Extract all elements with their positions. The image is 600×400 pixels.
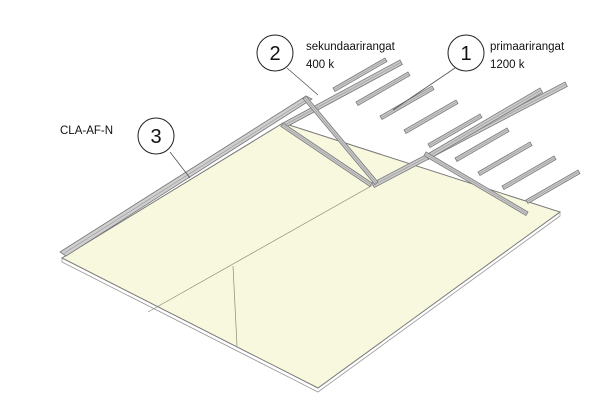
- callout-3: 3: [137, 117, 175, 155]
- secondary-channel: [477, 141, 533, 177]
- leader-line-2: [286, 67, 319, 96]
- callout-2-title: sekundaarirangat: [306, 41, 395, 53]
- leader-line-3: [169, 151, 191, 179]
- callout-2-number: 2: [269, 43, 280, 65]
- callout-3-title: CLA-AF-N: [60, 125, 114, 137]
- secondary-channel: [403, 99, 459, 135]
- secondary-channel: [454, 127, 510, 163]
- leader-line-1: [392, 67, 456, 111]
- secondary-channel: [302, 95, 379, 186]
- secondary-channel: [355, 71, 411, 107]
- edge-profile-cla-af-n: [59, 95, 313, 257]
- secondary-channel: [332, 57, 388, 93]
- callout-2: 2: [256, 34, 294, 72]
- gypsum-board-panel: [60, 122, 562, 389]
- callout-1-number: 1: [460, 43, 471, 65]
- secondary-channel: [423, 151, 529, 216]
- board-edge: [61, 212, 561, 393]
- callout-3-number: 3: [150, 126, 161, 148]
- callout-1-spacing: 1200 k: [490, 59, 525, 71]
- secondary-channel: [501, 155, 557, 191]
- board-seam: [232, 265, 238, 347]
- secondary-channel: [280, 122, 373, 187]
- secondary-channels: [280, 57, 581, 216]
- secondary-channel: [427, 113, 483, 149]
- secondary-channel: [525, 169, 581, 205]
- callout-1: 1: [447, 34, 485, 72]
- callout-2-spacing: 400 k: [306, 59, 335, 71]
- secondary-channel: [379, 85, 435, 121]
- callout-1-title: primaarirangat: [490, 41, 565, 53]
